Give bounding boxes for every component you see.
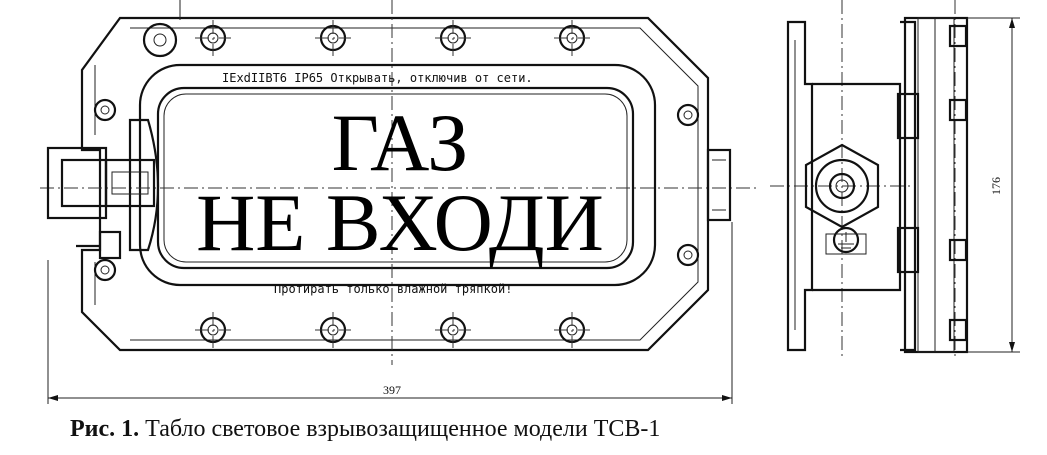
height-value: 176 xyxy=(989,177,1003,195)
sign-line-2: НЕ ВХОДИ xyxy=(196,177,604,268)
side-view xyxy=(770,0,917,360)
bolts-bottom xyxy=(195,312,590,348)
wipe-text: Протирать только влажной тряпкой! xyxy=(274,282,512,296)
connector-right xyxy=(706,148,732,222)
cable-gland xyxy=(46,118,160,260)
flange-outline xyxy=(138,63,657,287)
height-dimension: 176 xyxy=(967,17,1020,353)
housing-outline xyxy=(80,16,710,352)
bolts-top xyxy=(195,20,590,56)
figure-caption: Рис. 1. Табло световое взрывозащищенное … xyxy=(70,416,660,443)
marking-text: IExdIIBT6 IP65 Открывать, отключив от се… xyxy=(222,71,533,85)
lifting-lug xyxy=(142,22,178,58)
sign-line-1: ГАЗ xyxy=(332,97,469,188)
width-dimension: 397 xyxy=(47,222,733,404)
width-value: 397 xyxy=(383,383,401,397)
end-view: 176 xyxy=(896,0,1020,360)
caption-label: Рис. 1. xyxy=(70,416,140,442)
caption-text: Табло световое взрывозащищенное модели Т… xyxy=(145,416,661,442)
front-view: IExdIIBT6 IP65 Открывать, отключив от се… xyxy=(40,0,760,404)
